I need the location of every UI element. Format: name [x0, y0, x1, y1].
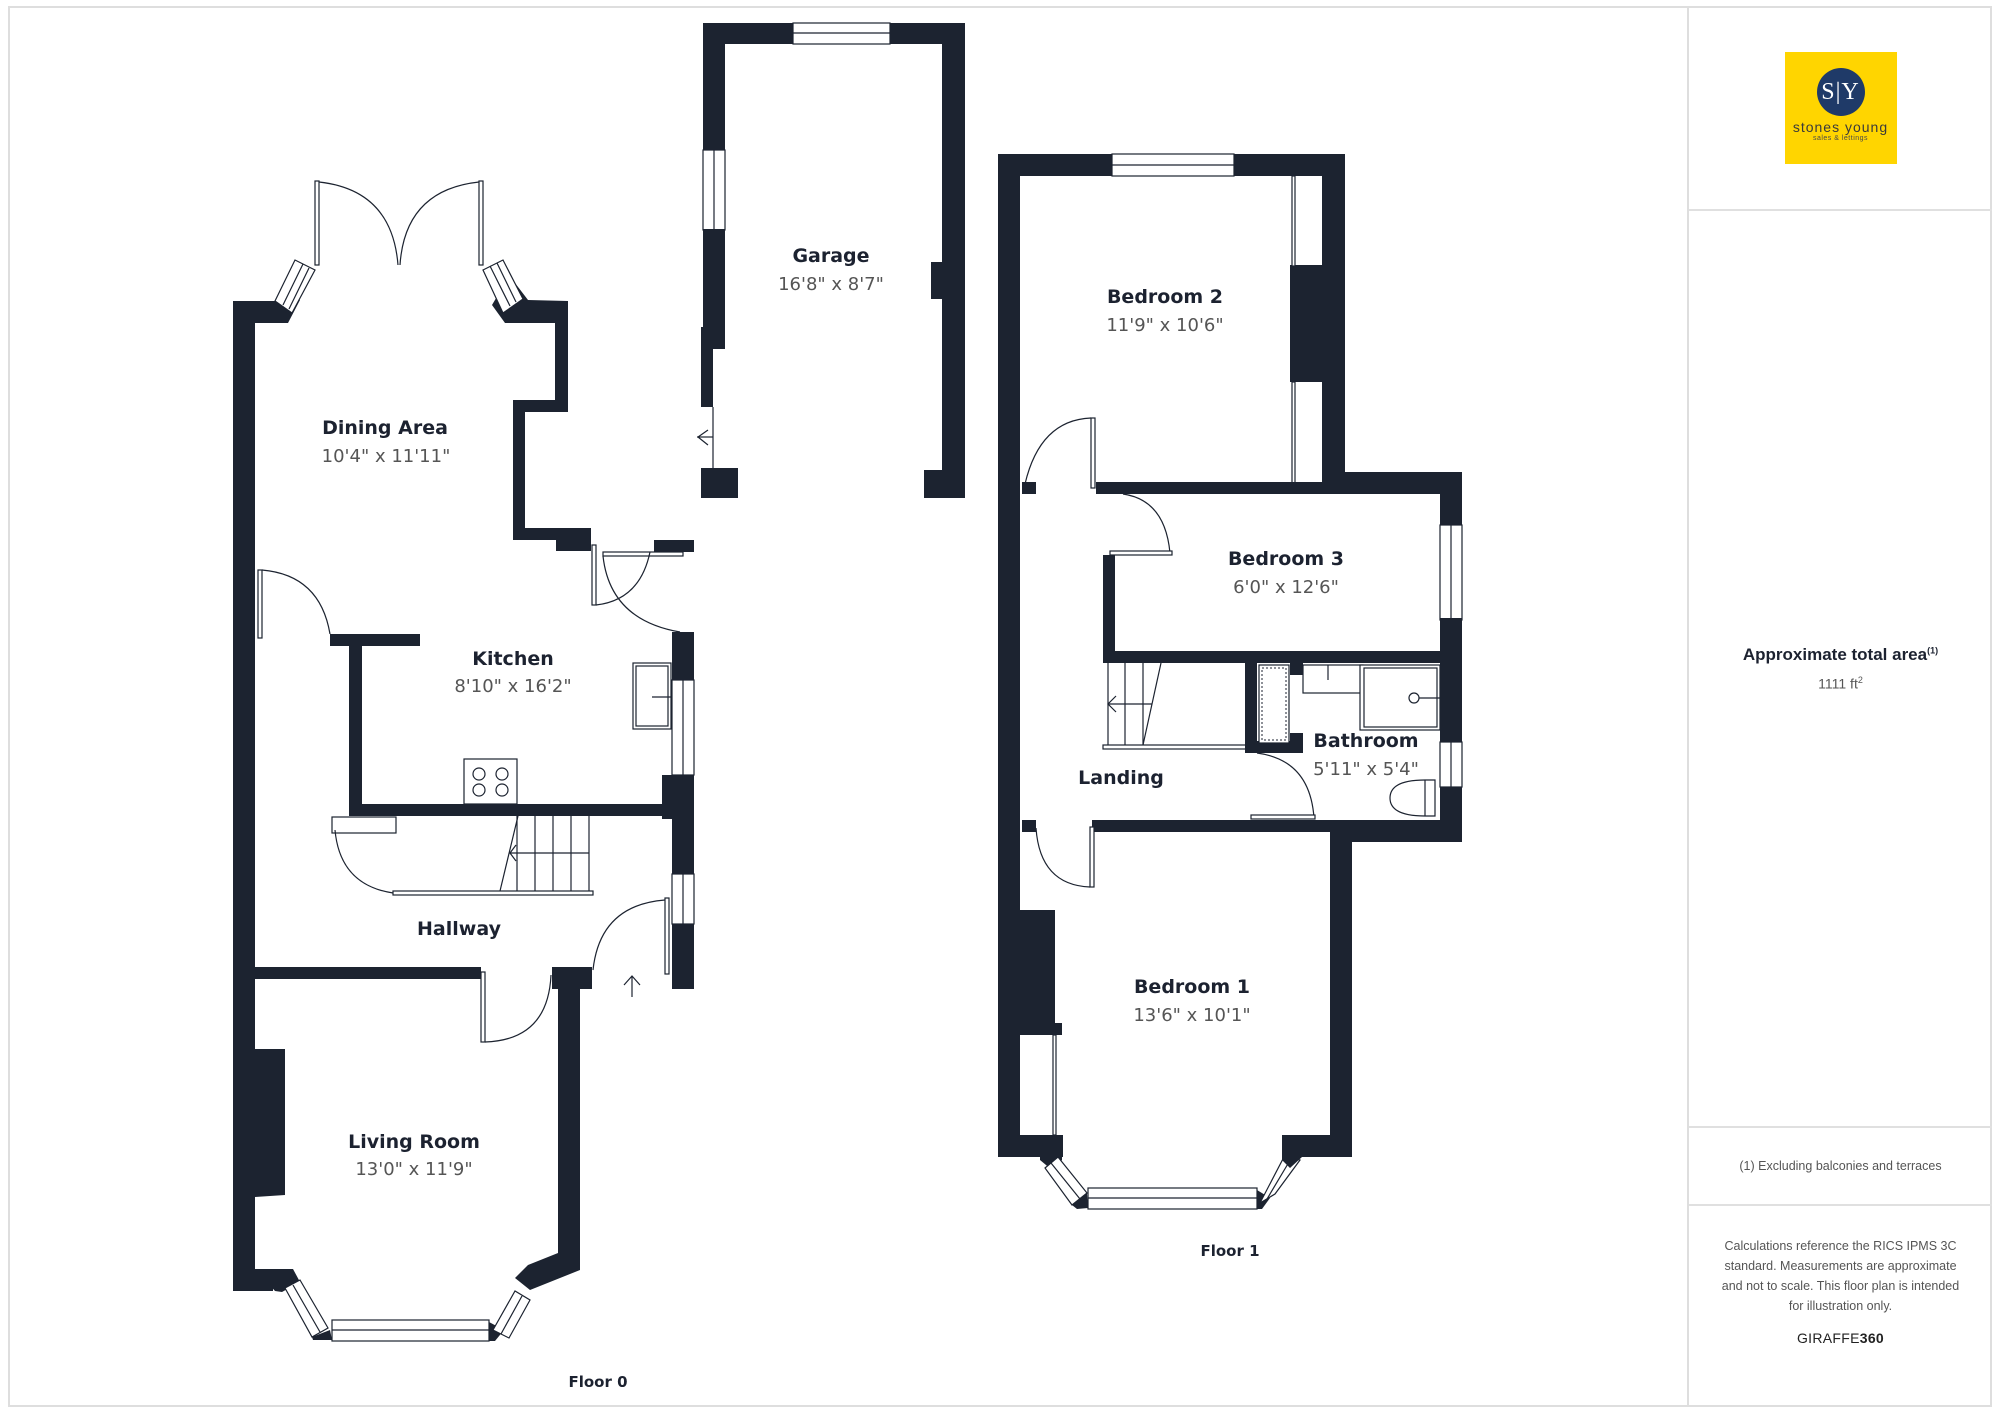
room-name-living-room: Living Room [348, 1131, 480, 1153]
total-area-title: Approximate total area(1) [1743, 645, 1938, 665]
room-name-kitchen: Kitchen [472, 648, 554, 670]
page-frame [8, 6, 1992, 1407]
logo-monogram: S|Y [1816, 67, 1865, 116]
room-labels: Dining Area 10'4" x 11'11" Kitchen 8'10"… [322, 245, 1419, 1391]
disclaimer-text: Calculations reference the RICS IPMS 3C … [1721, 1239, 1960, 1313]
room-dims-bedroom-2: 11'9" x 10'6" [1106, 315, 1223, 336]
garage-plan [696, 22, 965, 498]
room-dims-kitchen: 8'10" x 16'2" [454, 676, 571, 697]
brand-suffix: 360 [1859, 1330, 1885, 1346]
room-name-bedroom-1: Bedroom 1 [1134, 976, 1250, 998]
logo-agency-name: stones young [1792, 118, 1889, 135]
room-dims-dining-area: 10'4" x 11'11" [322, 446, 451, 467]
room-dims-garage: 16'8" x 8'7" [778, 274, 884, 295]
floor-1-label: Floor 1 [1200, 1242, 1259, 1260]
total-area-title-text: Approximate total area [1742, 645, 1928, 665]
footnote-text: (1) Excluding balconies and terraces [1739, 1159, 1942, 1173]
room-name-hallway: Hallway [417, 918, 502, 940]
room-name-bedroom-2: Bedroom 2 [1107, 286, 1223, 308]
room-name-landing: Landing [1078, 767, 1164, 789]
room-dims-living-room: 13'0" x 11'9" [355, 1159, 472, 1180]
agency-logo: S|Y stones young sales & lettings [1784, 51, 1897, 164]
floor-0-plan [233, 180, 695, 1342]
disclaimer-section: Calculations reference the RICS IPMS 3C … [1689, 1206, 1992, 1407]
room-name-garage: Garage [792, 245, 869, 267]
room-dims-bathroom: 5'11" x 5'4" [1313, 759, 1419, 780]
footnote-marker: (1) [1927, 645, 1939, 656]
room-name-dining-area: Dining Area [322, 417, 448, 439]
brand-prefix: GIRAFFE [1796, 1330, 1860, 1346]
floor-0-label: Floor 0 [568, 1373, 627, 1391]
unit-superscript: 2 [1857, 675, 1863, 686]
room-name-bedroom-3: Bedroom 3 [1228, 548, 1344, 570]
info-sidebar: S|Y stones young sales & lettings Approx… [1687, 6, 1992, 1407]
floor-1-plan [998, 153, 1463, 1210]
footnote-section: (1) Excluding balconies and terraces [1689, 1128, 1992, 1206]
total-area-section: Approximate total area(1) 1111 ft2 [1689, 211, 1992, 1128]
giraffe360-brand: GIRAFFE360 [1797, 1330, 1884, 1346]
total-area-value: 1111 ft2 [1818, 675, 1863, 692]
logo-tagline: sales & lettings [1812, 134, 1869, 142]
room-dims-bedroom-1: 13'6" x 10'1" [1133, 1005, 1250, 1026]
logo-section: S|Y stones young sales & lettings [1689, 6, 1992, 211]
room-name-bathroom: Bathroom [1313, 730, 1418, 752]
room-dims-bedroom-3: 6'0" x 12'6" [1233, 577, 1339, 598]
total-area-value-text: 1111 ft [1818, 675, 1858, 692]
